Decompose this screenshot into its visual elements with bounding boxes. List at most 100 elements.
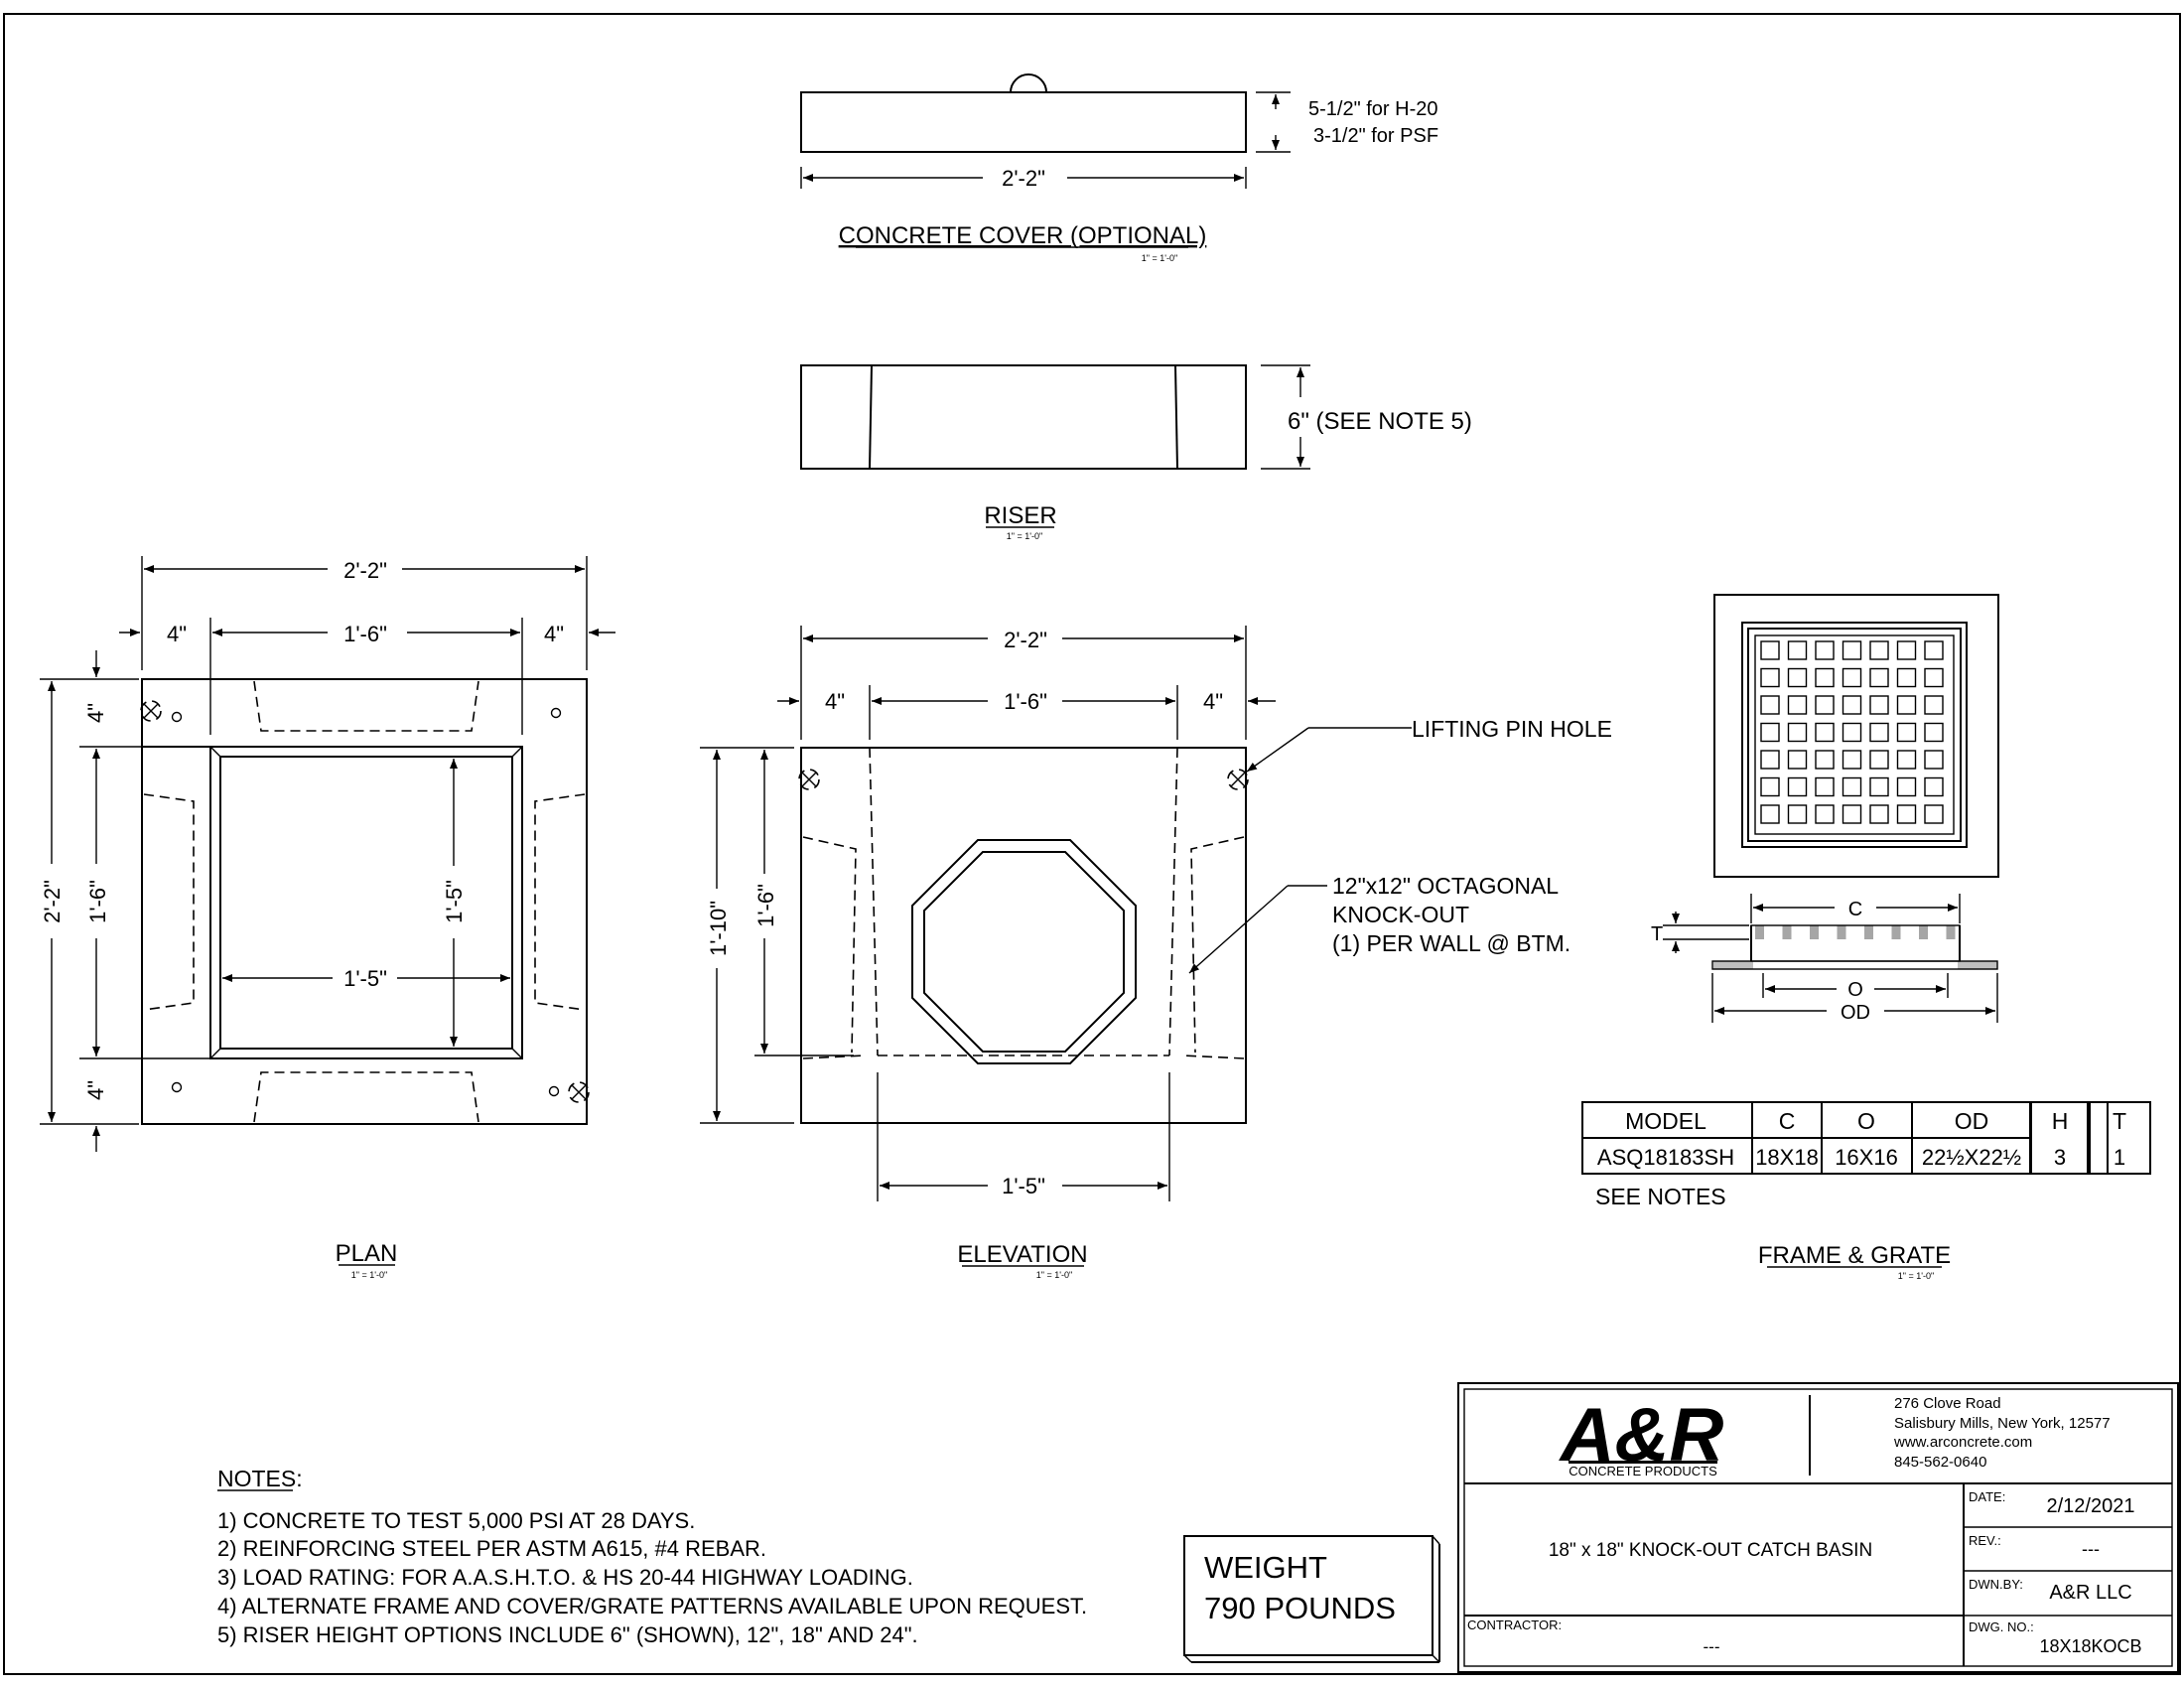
drawing-number-value: 18X18KOCB	[2039, 1636, 2141, 1656]
note-4: 4) ALTERNATE FRAME AND COVER/GRATE PATTE…	[217, 1594, 1087, 1618]
plan-opening-width-dim: 1'-5"	[343, 966, 387, 991]
grate-opening	[1896, 750, 1917, 770]
plan-view: 2'-2" 4" 1'-6" 4" 2'-2" 4" 1'-6" 4" 1'-5…	[40, 556, 615, 1280]
grate-opening	[1924, 640, 1944, 660]
company-logo: A&R CONCRETE PRODUCTS	[1559, 1393, 1724, 1478]
grate-opening	[1869, 776, 1889, 797]
riser-view: 6" (SEE NOTE 5) RISER 1" = 1'-0"	[800, 364, 1472, 541]
grate-opening	[1896, 695, 1917, 715]
grate-opening	[1842, 667, 1862, 688]
grate-opening	[1760, 695, 1780, 715]
grate-opening	[1842, 804, 1862, 824]
contractor-label: CONTRACTOR:	[1467, 1618, 1562, 1632]
contractor-value: ---	[1704, 1637, 1720, 1656]
grate-opening	[1787, 750, 1808, 770]
drawn-by-label: DWN.BY:	[1969, 1577, 2023, 1592]
concrete-cover-view: 2'-2" 5-1/2" for H-20 3-1/2" for PSF CON…	[800, 73, 1438, 263]
notes-heading: NOTES:	[217, 1466, 303, 1491]
note-5: 5) RISER HEIGHT OPTIONS INCLUDE 6" (SHOW…	[217, 1622, 918, 1647]
cover-width-dim: 2'-2"	[1002, 166, 1045, 191]
grate-opening	[1869, 695, 1889, 715]
plan-title: PLAN	[336, 1240, 398, 1267]
note-3: 3) LOAD RATING: FOR A.A.S.H.T.O. & HS 20…	[217, 1565, 913, 1590]
table-header-od: OD	[1955, 1108, 1989, 1134]
plan-wall-left-dim: 4"	[167, 622, 187, 646]
frame-grate-view: C T O OD MODEL	[1581, 594, 2151, 1281]
grate-opening	[1896, 667, 1917, 688]
sheet-border	[3, 13, 2181, 1675]
grate-section-bars	[1755, 925, 1956, 939]
elevation-octagonal-knockout-inner	[923, 851, 1125, 1053]
plan-wall-bottom-dim: 4"	[83, 1080, 108, 1100]
grate-opening	[1760, 667, 1780, 688]
frame-dim-t: T	[1651, 923, 1663, 945]
grate-opening	[1760, 722, 1780, 743]
elevation-overall-width-dim: 2'-2"	[1004, 628, 1047, 652]
cover-scale: 1" = 1'-0"	[1142, 253, 1177, 263]
frame-dim-c: C	[1848, 899, 1862, 920]
elevation-octagonal-knockout-outer	[911, 839, 1137, 1064]
grate-opening	[1760, 750, 1780, 770]
cover-title: CONCRETE COVER (OPTIONAL)	[839, 222, 1207, 249]
drawn-by-value: A&R LLC	[2049, 1582, 2131, 1604]
plan-wall-right-dim: 4"	[544, 622, 564, 646]
table-header-o: O	[1857, 1108, 1875, 1134]
grate-opening	[1842, 776, 1862, 797]
drawing-number-label: DWG. NO.:	[1969, 1619, 2034, 1634]
grate-opening	[1787, 804, 1808, 824]
grate-opening	[1896, 776, 1917, 797]
grate-section-bar	[1891, 925, 1901, 939]
grate-section-bar	[1755, 925, 1764, 939]
grate-opening	[1842, 695, 1862, 715]
grate-section-bar	[1864, 925, 1873, 939]
grate-opening	[1869, 804, 1889, 824]
cover-thickness-h20: 5-1/2" for H-20	[1308, 98, 1438, 120]
grate-section-bar	[1919, 925, 1928, 939]
grate-opening	[1869, 640, 1889, 660]
plan-opening-height-dim: 1'-5"	[442, 880, 467, 923]
grate-opening	[1815, 804, 1835, 824]
elevation-outline	[800, 747, 1247, 1124]
plan-lifting-pin-hole-br	[568, 1081, 590, 1103]
frame-outer	[1713, 594, 1999, 878]
plan-inner-width-dim: 1'-6"	[343, 622, 387, 646]
grate-opening	[1815, 667, 1835, 688]
elevation-view: 2'-2" 4" 1'-6" 4" 1'-10" 1'-6" 1'-5" LIF…	[700, 626, 1612, 1280]
grate-opening	[1924, 804, 1944, 824]
elevation-wall-left-dim: 4"	[825, 689, 845, 714]
company-phone: 845-562-0640	[1894, 1454, 1986, 1471]
table-cell-model: ASQ18183SH	[1597, 1145, 1734, 1170]
plan-overall-width-dim: 2'-2"	[343, 558, 387, 583]
grate-section-bar	[1810, 925, 1819, 939]
plan-lifting-pin-hole-tl	[140, 700, 162, 722]
grate-opening	[1924, 695, 1944, 715]
company-address-line2: Salisbury Mills, New York, 12577	[1894, 1415, 2111, 1432]
grate-opening	[1896, 640, 1917, 660]
plan-wall-top-dim: 4"	[83, 703, 108, 723]
plan-inner-height-dim: 1'-6"	[85, 880, 110, 923]
grate-opening	[1924, 750, 1944, 770]
grate-opening	[1760, 640, 1780, 660]
rev-label: REV.:	[1969, 1533, 2001, 1548]
grate-opening	[1869, 722, 1889, 743]
grate-section-bar	[1782, 925, 1792, 939]
drawing-title: 18" x 18" KNOCK-OUT CATCH BASIN	[1549, 1540, 1872, 1561]
table-header-h: H	[2052, 1108, 2069, 1134]
table-header-model: MODEL	[1625, 1108, 1706, 1134]
grate-opening	[1787, 722, 1808, 743]
note-2: 2) REINFORCING STEEL PER ASTM A615, #4 R…	[217, 1536, 766, 1561]
table-header-c: C	[1779, 1108, 1796, 1134]
table-cell-t: 1	[2114, 1145, 2125, 1170]
grate-opening	[1815, 750, 1835, 770]
elevation-inner-width-dim: 1'-6"	[1004, 689, 1047, 714]
table-cell-od: 22½X22½	[1922, 1145, 2021, 1170]
riser-height-dim: 6" (SEE NOTE 5)	[1288, 408, 1472, 435]
grate-opening	[1896, 722, 1917, 743]
title-block: A&R CONCRETE PRODUCTS 276 Clove Road Sal…	[1457, 1382, 2179, 1673]
see-notes-label: SEE NOTES	[1595, 1184, 1726, 1209]
grate-opening	[1842, 640, 1862, 660]
frame-grate-table: MODEL C O OD H T ASQ18183SH 18X18 16X16 …	[1581, 1101, 2151, 1175]
cover-thickness-psf: 3-1/2" for PSF	[1313, 125, 1438, 147]
notes-section: NOTES: 1) CONCRETE TO TEST 5,000 PSI AT …	[217, 1466, 1087, 1647]
